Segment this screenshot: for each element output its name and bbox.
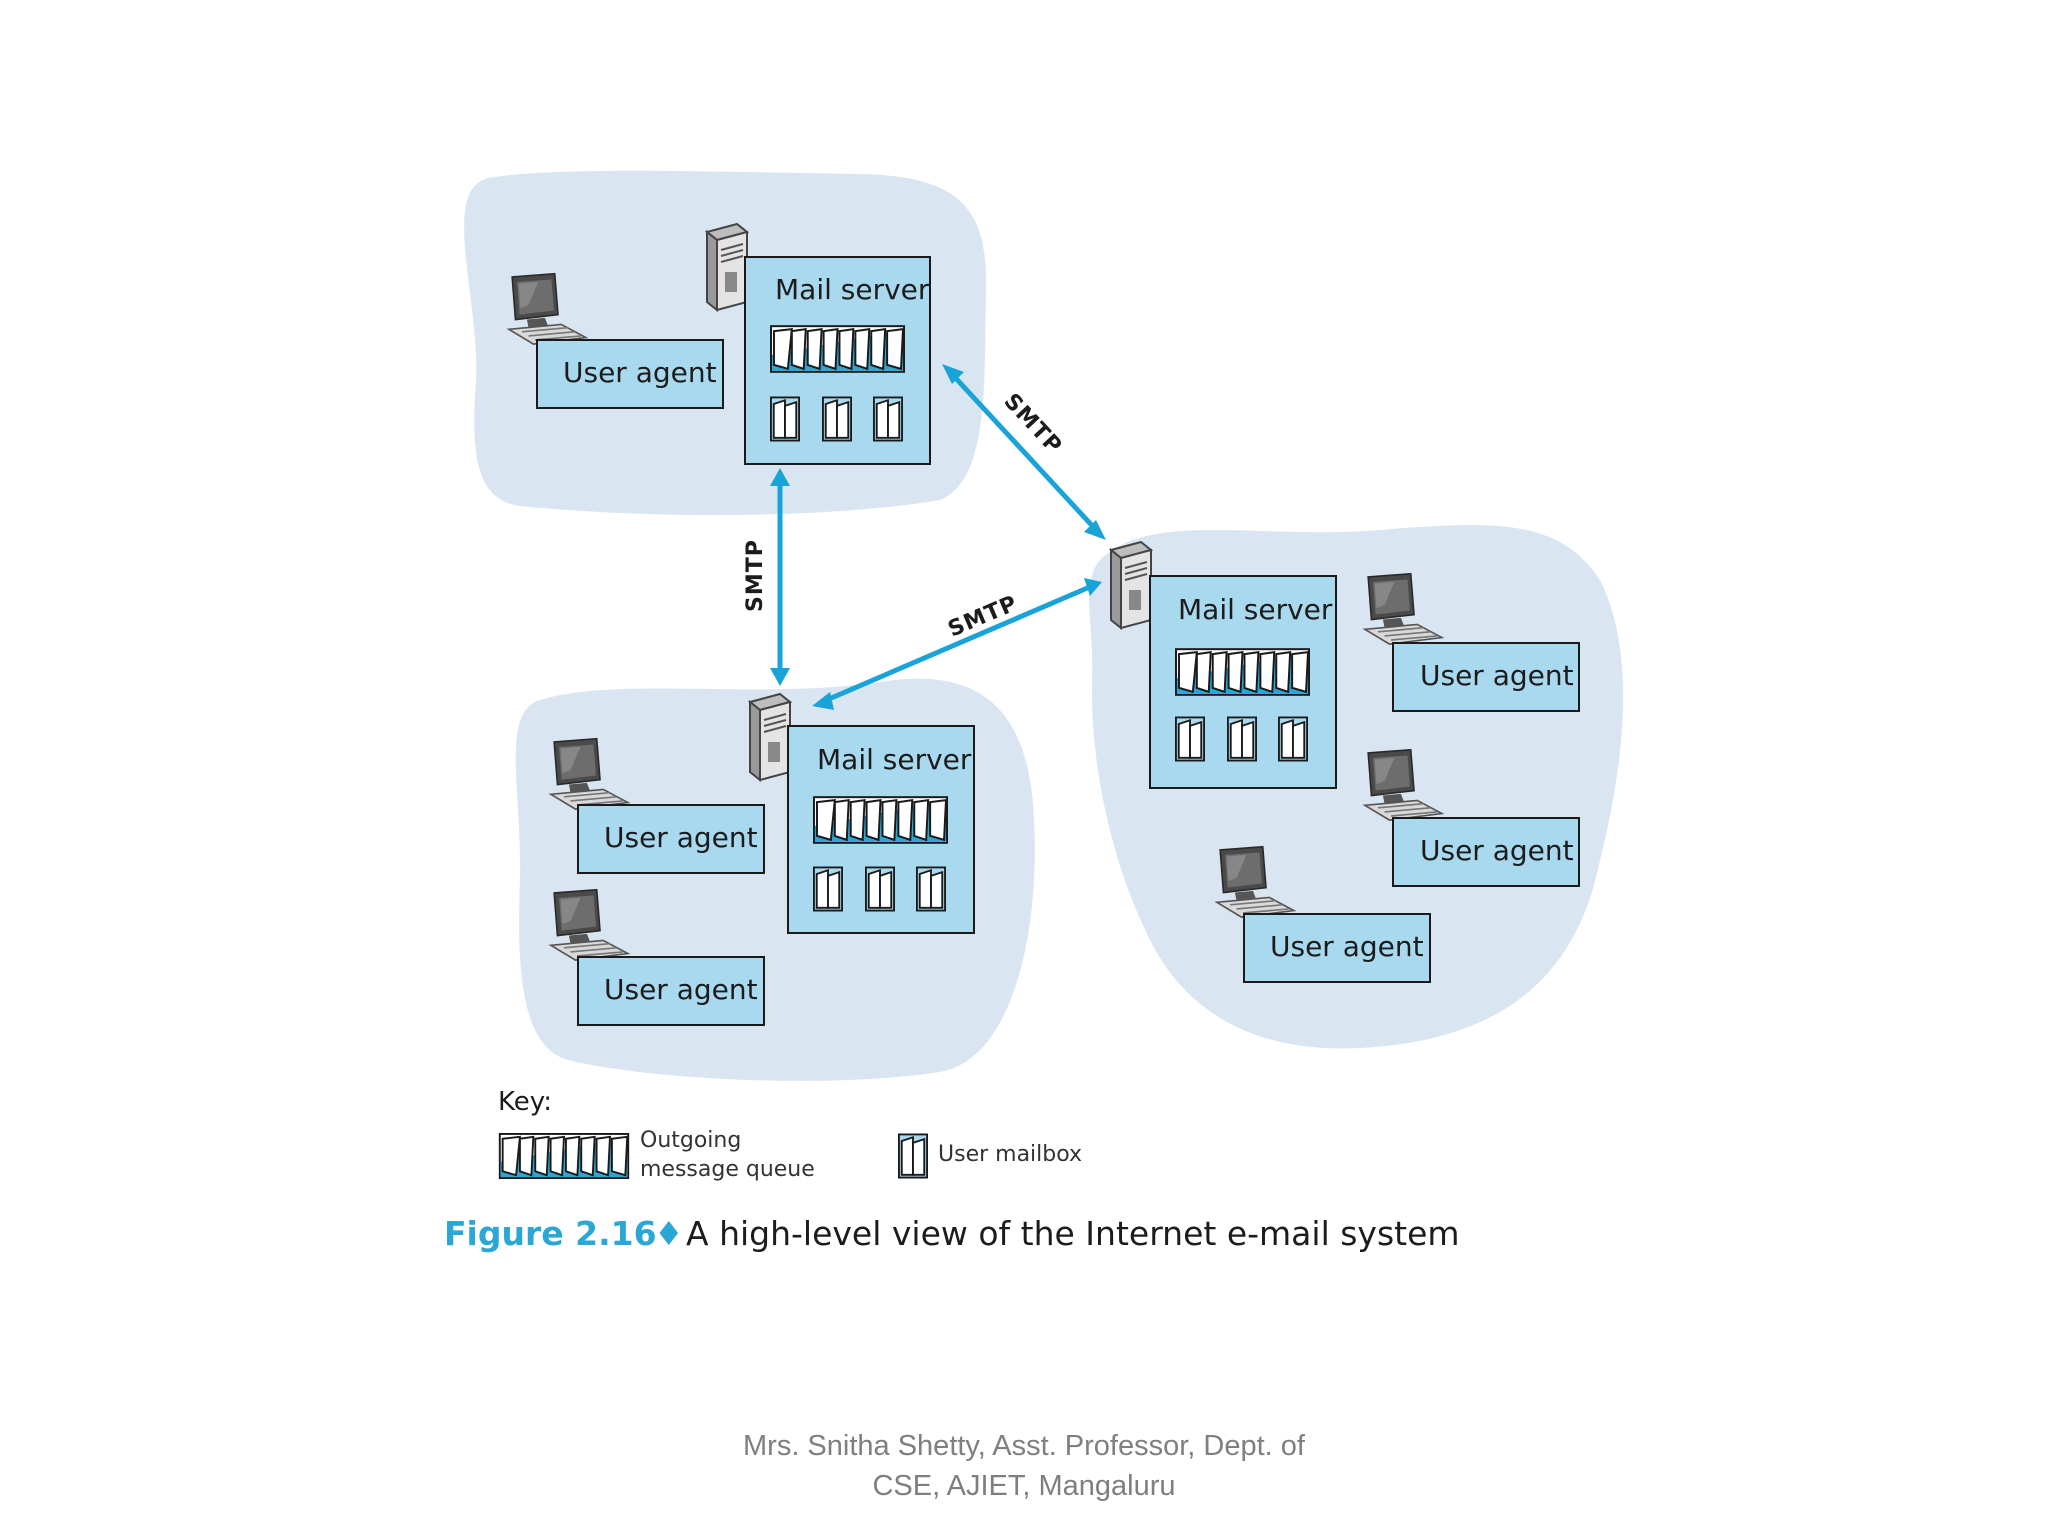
key-queue-label-line2: message queue <box>640 1157 815 1182</box>
server-icon <box>706 223 748 311</box>
user-agent-label: User agent <box>1420 659 1574 692</box>
figure-number: Figure 2.16 <box>444 1214 657 1253</box>
mail-server-right: Mail server <box>1110 541 1337 789</box>
user-mailbox-icon <box>1227 716 1257 762</box>
user-agent-right-1: User agent <box>1364 572 1580 712</box>
user-agent-right-3: User agent <box>1216 845 1431 983</box>
user-mailbox-icon <box>865 866 895 912</box>
user-agent-label: User agent <box>1420 834 1574 867</box>
user-mailbox-icon <box>1278 716 1308 762</box>
key-queue-label-line1: Outgoing <box>640 1128 741 1153</box>
outgoing-queue-icon <box>498 1133 630 1179</box>
user-agent-top: User agent <box>508 272 724 409</box>
mail-server-label: Mail server <box>1178 593 1333 626</box>
user-agent-label: User agent <box>563 356 717 389</box>
slide-footer: Mrs. Snitha Shetty, Asst. Professor, Dep… <box>674 1426 1374 1506</box>
outgoing-queue-icon <box>770 325 905 373</box>
user-agent-label: User agent <box>1270 930 1424 963</box>
user-agent-label: User agent <box>604 821 758 854</box>
user-agent-bottom-left-2: User agent <box>550 888 765 1026</box>
smtp-label-top-right: SMTP <box>999 389 1067 459</box>
user-mailbox-icon <box>1175 716 1205 762</box>
user-mailbox-icon <box>813 866 843 912</box>
user-mailbox-icon <box>916 866 946 912</box>
mail-server-label: Mail server <box>775 273 930 306</box>
user-mailbox-icon <box>770 396 800 442</box>
footer-line-2: CSE, AJIET, Mangaluru <box>872 1470 1176 1502</box>
smtp-link-bottom-right <box>812 578 1102 710</box>
mail-server-label: Mail server <box>817 743 972 776</box>
user-mailbox-icon <box>873 396 903 442</box>
outgoing-queue-icon <box>813 796 948 844</box>
smtp-link-top-right <box>942 364 1106 540</box>
smtp-label-top-bottom: SMTP <box>743 539 768 612</box>
key-mailbox-label: User mailbox <box>938 1142 1082 1167</box>
caption-bullet: ♦ <box>654 1214 684 1253</box>
footer-line-1: Mrs. Snitha Shetty, Asst. Professor, Dep… <box>743 1430 1305 1462</box>
user-mailbox-icon <box>822 396 852 442</box>
key-title: Key: <box>498 1087 552 1117</box>
outgoing-queue-icon <box>1175 648 1310 696</box>
mail-server-bottom-left: Mail server <box>749 693 975 934</box>
caption-text: A high-level view of the Internet e-mail… <box>686 1214 1460 1253</box>
figure-caption: Figure 2.16 ♦ A high-level view of the I… <box>444 1214 1460 1253</box>
user-agent-right-2: User agent <box>1364 748 1580 887</box>
user-agent-label: User agent <box>604 973 758 1006</box>
server-icon <box>749 693 791 781</box>
smtp-link-top-bottom <box>770 468 790 686</box>
mail-server-top: Mail server <box>706 223 931 465</box>
key-legend: Key: Outgoing message queue User mailbox <box>498 1087 1082 1182</box>
user-mailbox-icon <box>898 1133 928 1179</box>
server-icon <box>1110 541 1152 629</box>
user-agent-bottom-left-1: User agent <box>550 737 765 874</box>
